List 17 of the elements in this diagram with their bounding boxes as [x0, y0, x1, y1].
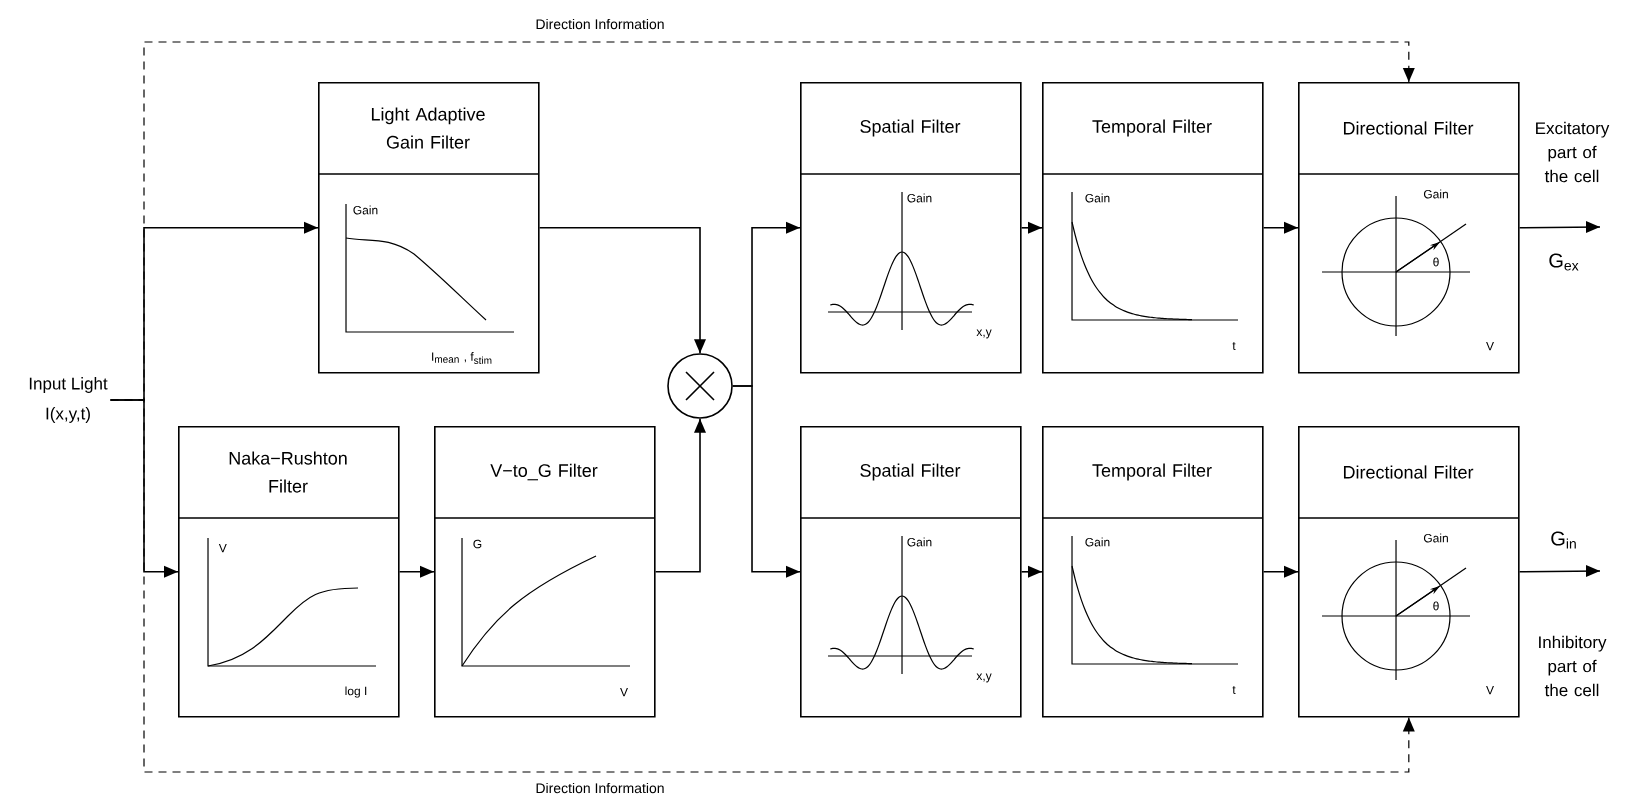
arrow [538, 227, 706, 354]
arrow [398, 565, 435, 578]
multiplier-circle [667, 353, 733, 419]
output-label: Inhibitory part of the cell [1539, 635, 1607, 697]
arrow [654, 418, 706, 573]
arrow [1020, 565, 1043, 578]
output-label: Excitatory part of the cell [1536, 121, 1610, 183]
arrow [1020, 221, 1043, 234]
arrow [1518, 565, 1601, 577]
edge-label: G$_{in}$ [1551, 531, 1576, 549]
edge-label: G$_{ex}$ [1549, 253, 1579, 271]
input-label: Input Light I(x,y,t) [29, 377, 108, 423]
dashed-arrow [109, 399, 1415, 773]
arrow [732, 385, 801, 578]
arrow [1262, 565, 1299, 578]
arrow [1262, 221, 1299, 234]
arrow [1518, 221, 1601, 233]
